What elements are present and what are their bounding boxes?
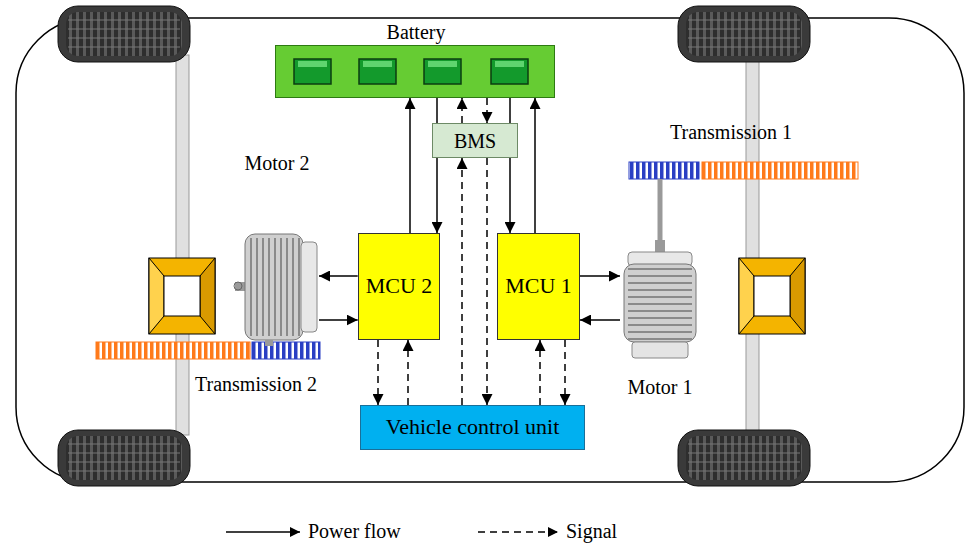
pinion-gear [629,162,699,179]
signal-arrow [564,340,566,405]
motor-unit: Motor 1 [620,240,700,360]
legend-label: Power flow [308,520,401,542]
power-flow-arrow [436,98,438,233]
motor-unit: Motor 2 [235,228,319,346]
signal-arrow [486,98,488,123]
power-flow-arrow [580,275,620,277]
box-label: Vehicle control unit [386,415,560,439]
component-label: Motor 1 [628,376,693,398]
differential [739,258,805,334]
legend-sample-dashed [478,531,558,533]
part-label: Transmission 2 [195,373,317,395]
ring-gear [96,342,250,359]
vehicle-body [16,18,964,482]
signal-arrow [461,98,463,123]
tire [678,430,810,486]
power-flow-arrow [319,319,358,321]
legend-label: Signal [566,520,617,542]
legend-sample-solid [226,531,300,533]
component-label: Motor 2 [245,152,310,174]
signal-arrow [407,340,409,405]
ring-gear [702,162,858,179]
power-flow-arrow [319,275,358,277]
box-label: MCU 1 [505,274,572,298]
box-label: BMS [454,130,496,152]
power-flow-arrow [534,98,536,233]
signal-arrow [377,340,379,405]
battery-cells [276,46,554,97]
pinion-gear [252,342,320,359]
mcu-box: MCU 1 [497,233,580,340]
signal-arrow [461,158,463,405]
tire [58,6,190,62]
signal-arrow [539,340,541,405]
signal-arrow [486,158,488,405]
box-label: MCU 2 [366,274,433,298]
battery-pack: Battery [275,45,555,98]
tires [58,6,810,486]
component-label: Battery [387,21,446,43]
differential [149,258,215,334]
power-flow-arrow [580,319,620,321]
tire [678,6,810,62]
axle [746,55,759,435]
motor-illustration [235,228,319,346]
power-flow-arrow [409,98,411,233]
motor-shaft [658,179,663,240]
motor-illustration [620,240,700,360]
part-label: Transmission 1 [670,121,792,143]
mcu-box: MCU 2 [358,233,441,340]
control-unit-box: Vehicle control unit [360,405,585,450]
power-flow-arrow [509,98,511,233]
axle [176,55,189,435]
tire [58,430,190,486]
bms-box: BMS [432,123,518,158]
